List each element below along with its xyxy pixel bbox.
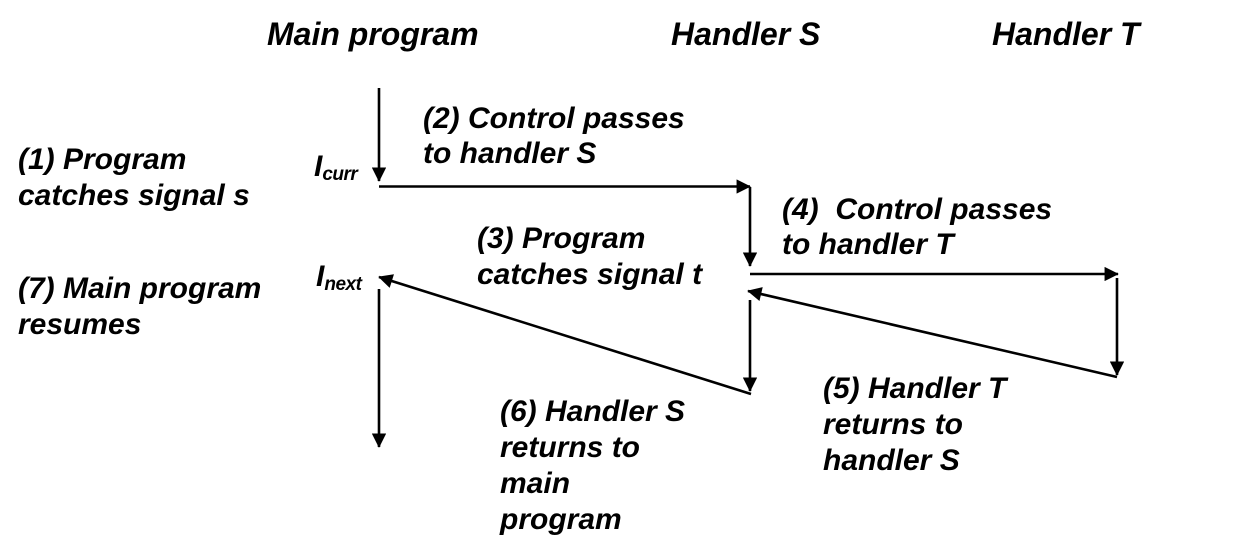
column-title-handler-t: Handler T <box>992 16 1140 52</box>
annotation-step7: (7) Main program resumes <box>18 271 261 343</box>
instruction-marker-curr-subscript: curr <box>322 164 358 186</box>
annotation-step4-line1: (4) Control passes <box>782 193 1053 226</box>
annotation-step2-line1: (2) Control passes <box>423 102 685 135</box>
instruction-marker-next-base: I <box>316 260 325 293</box>
handler-s-returns-to-main-arrow <box>378 274 752 396</box>
annotation-step1: (1) Program catches signal s <box>18 142 250 214</box>
annotation-step5-line3: handler S <box>823 444 960 477</box>
handler-t-returns-to-s-arrow <box>747 287 1118 379</box>
annotation-step6-line2: returns to <box>500 431 641 464</box>
annotation-step5-line2: returns to <box>823 408 964 441</box>
annotation-step6-line1: (6) Handler S <box>500 395 686 428</box>
instruction-marker-curr: Icurr <box>314 150 358 186</box>
annotation-step2-line2: to handler S <box>423 137 597 170</box>
instruction-marker-curr-base: I <box>314 150 323 183</box>
annotation-step7-line1: (7) Main program <box>18 272 262 305</box>
instruction-marker-next: Inext <box>316 260 362 296</box>
annotation-step6: (6) Handler S returns to main program <box>500 394 685 538</box>
annotation-step3-line1: (3) Program <box>477 222 646 255</box>
annotation-step5-line1: (5) Handler T <box>823 372 1007 405</box>
annotation-step3-line2: catches signal t <box>477 258 703 291</box>
annotation-step1-line1: (1) Program <box>18 143 187 176</box>
instruction-marker-next-subscript: next <box>324 274 362 296</box>
annotation-step7-line2: resumes <box>18 308 142 341</box>
annotation-step4-line2: to handler T <box>782 228 954 261</box>
annotation-step2: (2) Control passes to handler S <box>423 101 685 171</box>
annotation-step3: (3) Program catches signal t <box>477 221 702 293</box>
annotation-step6-line3: main <box>500 467 571 500</box>
column-title-main-program: Main program <box>267 16 479 52</box>
annotation-step4: (4) Control passes to handler T <box>782 192 1052 262</box>
annotation-step6-line4: program <box>500 503 622 536</box>
annotation-step5: (5) Handler T returns to handler S <box>823 371 1006 479</box>
annotation-step1-line2: catches signal s <box>18 179 250 212</box>
column-title-handler-s: Handler S <box>671 16 821 52</box>
